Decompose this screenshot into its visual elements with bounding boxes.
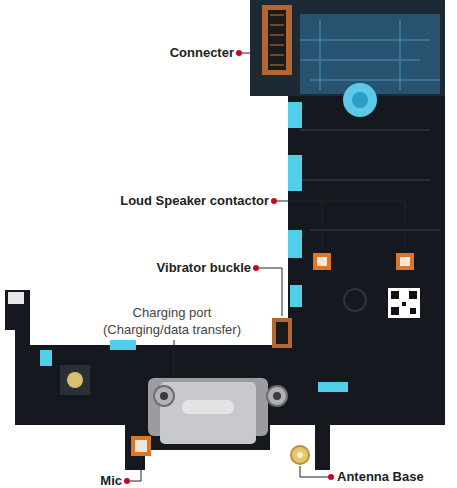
board-connector-part <box>262 5 292 75</box>
part-label: Vibrator buckle <box>157 260 251 276</box>
red-dots-part <box>271 198 277 204</box>
leader-lines-part <box>300 466 328 477</box>
speaker-contacts-part <box>400 257 410 266</box>
flex-cable-body-part <box>250 0 445 96</box>
flex-cable-body-part <box>343 83 377 117</box>
flex-cable-body-part <box>300 20 440 90</box>
board-connector-part <box>270 15 284 65</box>
blue-tape-tabs-part <box>288 102 302 128</box>
mic-part <box>131 436 151 456</box>
part-note: (Charging/data transfer) <box>103 322 241 338</box>
leader-lines-part <box>277 201 405 251</box>
blue-tape-tabs-part <box>288 155 302 191</box>
mic-part <box>135 440 147 452</box>
logo-and-code-part <box>391 291 417 315</box>
speaker-contacts <box>313 253 414 270</box>
speaker-contacts-part <box>317 257 327 266</box>
flex-cable-body-part <box>352 92 368 108</box>
flex-cable-body-part <box>67 372 83 388</box>
mic <box>131 436 151 456</box>
part-label: Connecter <box>170 45 234 61</box>
part-label: Charging port <box>133 305 212 321</box>
vibrator-connector-part <box>276 322 288 344</box>
part-label: Loud Speaker contactor <box>120 193 269 209</box>
vibrator-connector <box>272 318 292 348</box>
blue-tape-tabs <box>40 102 348 392</box>
charging-port-part <box>160 392 168 400</box>
charging-port-part <box>273 392 281 400</box>
charging-port <box>148 378 287 444</box>
board-connector-part <box>268 10 286 70</box>
antenna-base-part <box>291 446 309 464</box>
antenna-base-part <box>297 452 303 458</box>
blue-tape-tabs-part <box>40 350 52 366</box>
part-label: Mic <box>100 473 122 488</box>
logo-and-code-part <box>388 288 420 318</box>
board-connector <box>262 5 292 75</box>
charging-port-part <box>182 400 234 414</box>
flex-cable-body-part <box>60 365 90 395</box>
logo-and-code-part <box>344 289 366 311</box>
part-label: Antenna Base <box>337 469 424 485</box>
charging-port-part <box>267 386 287 406</box>
blue-tape-tabs-part <box>288 230 302 258</box>
blue-tape-tabs-part <box>110 340 136 350</box>
red-dots-part <box>236 50 242 56</box>
charging-port-part <box>160 382 256 444</box>
blue-tape-tabs-part <box>290 285 302 307</box>
red-dots-part <box>253 265 259 271</box>
leader-lines-part <box>130 458 141 481</box>
flex-cable-body-part <box>300 130 440 230</box>
red-dots-part <box>124 478 130 484</box>
leader-lines-part <box>174 340 175 376</box>
flex-cable-body-part <box>8 292 24 304</box>
flex-cable-body-part <box>5 290 30 345</box>
flex-cable-body <box>5 0 445 470</box>
leader-lines-part <box>242 53 260 54</box>
flex-cable-body-part <box>300 14 440 94</box>
logo-and-code <box>344 288 420 318</box>
antenna-base <box>291 446 309 464</box>
blue-tape-tabs-part <box>318 382 348 392</box>
leader-lines <box>130 53 405 481</box>
flex-cable-body-part <box>288 0 445 392</box>
red-dots <box>124 50 334 484</box>
charging-port-part <box>154 386 174 406</box>
speaker-contacts-part <box>396 253 414 270</box>
flex-cable-body-part <box>15 345 445 470</box>
red-dots-part <box>328 474 334 480</box>
vibrator-connector-part <box>272 318 292 348</box>
leader-lines-part <box>259 268 282 316</box>
speaker-contacts-part <box>313 253 331 270</box>
